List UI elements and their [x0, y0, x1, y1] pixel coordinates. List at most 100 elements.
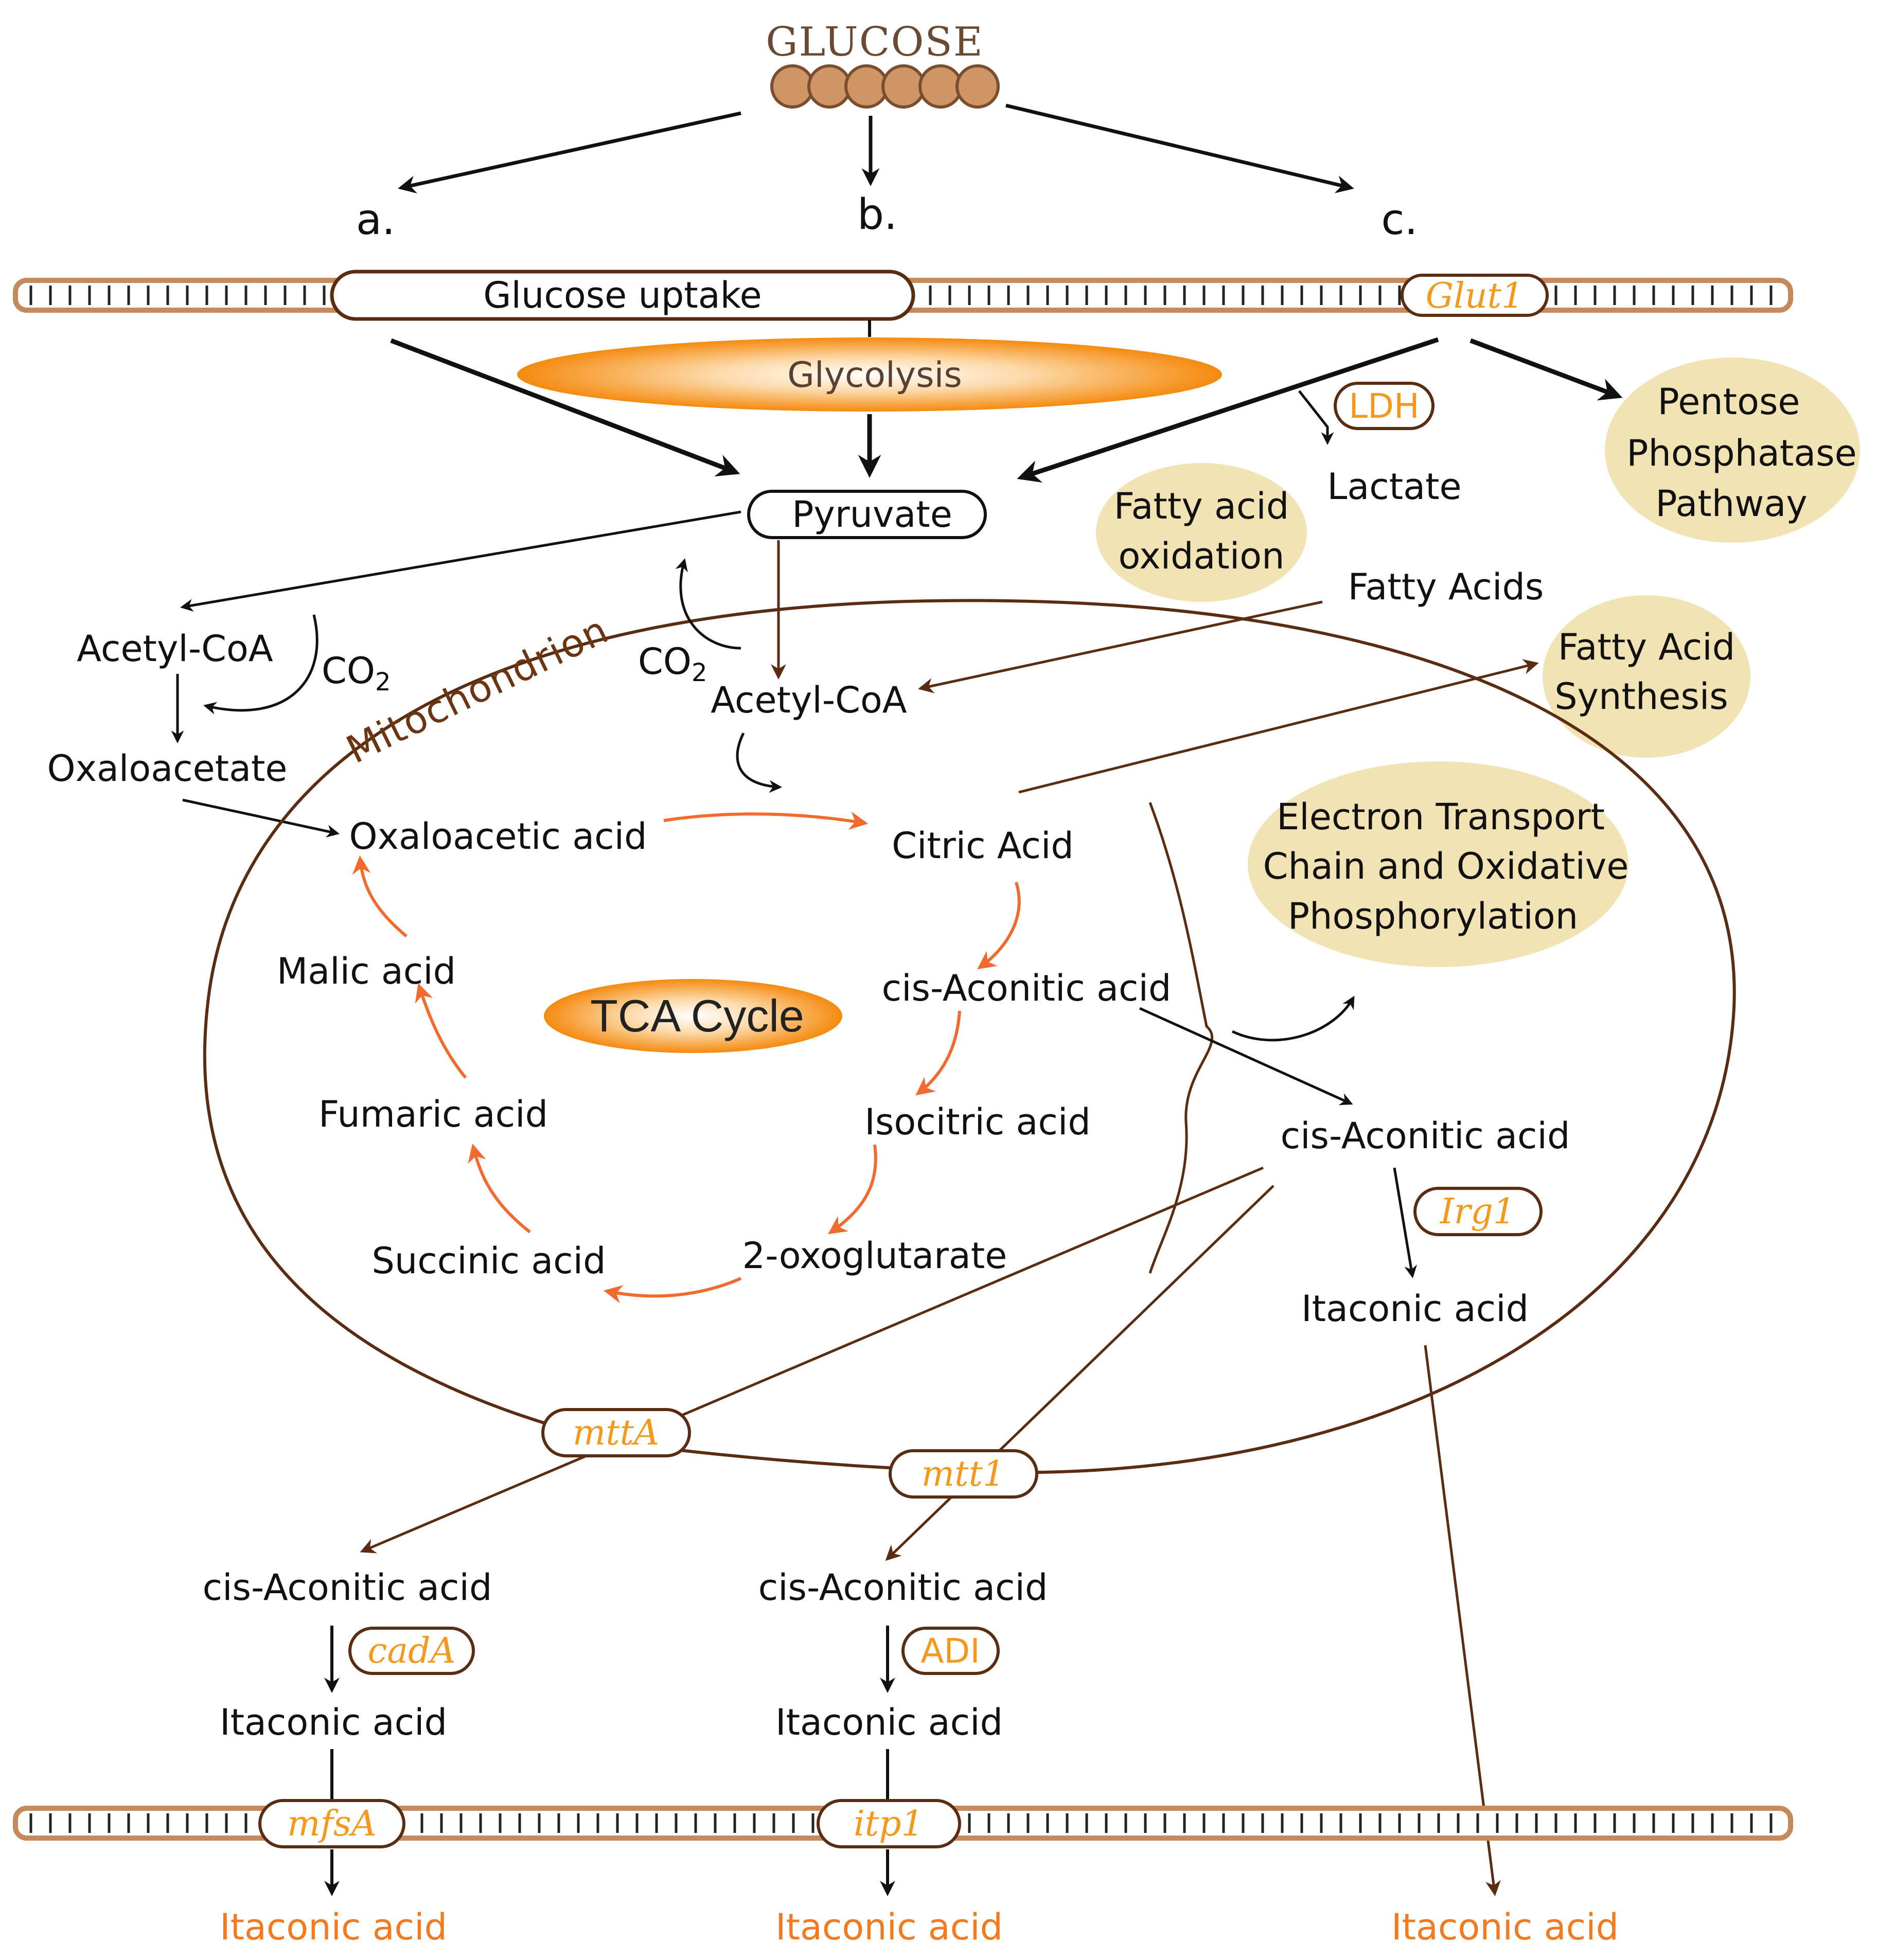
oxoglutarate-label: 2-oxoglutarate [742, 1235, 1007, 1277]
tca-cycle-ellipse [544, 979, 842, 1053]
fatty-acids-label: Fatty Acids [1348, 566, 1544, 608]
electron-transport-chain: Electron Transport Chain and Oxidative P… [1248, 761, 1628, 967]
ldh-label: LDH [1349, 386, 1419, 426]
arrow-glut1-to-ppp [1469, 338, 1623, 401]
itaconic-left-label: Itaconic acid [220, 1701, 447, 1743]
itaconic-out-mid: Itaconic acid [775, 1906, 1003, 1948]
mitochondrion-outline [203, 599, 1736, 1474]
route-b-label: b. [857, 190, 897, 239]
export-line-mttA [360, 1166, 1264, 1554]
arrow-glucose-to-c [1005, 103, 1354, 193]
tca-arrow-fumaric-malic [415, 983, 467, 1079]
fatty-acid-synthesis: Fatty Acid Synthesis [1543, 595, 1750, 758]
itaconic-mid-label: Itaconic acid [775, 1701, 1003, 1743]
co2-left-curve [203, 614, 318, 715]
glut1-label: Glut1 [1426, 276, 1524, 316]
lactate-label: Lactate [1327, 466, 1461, 508]
arrow-pyruvate-to-acetylcoa-left [180, 510, 741, 612]
mfsA-label: mfsA [287, 1804, 377, 1844]
arrow-acetylcoa-to-citric [736, 732, 782, 793]
fao-line1: Fatty acid [1114, 485, 1289, 527]
fas-line1: Fatty Acid [1558, 626, 1735, 668]
glucose-uptake-channel: Glucose uptake [330, 270, 915, 321]
malic-acid-label: Malic acid [277, 950, 456, 992]
isocitric-acid-label: Isocitric acid [864, 1101, 1091, 1143]
cis-aconitic-tca-label: cis-Aconitic acid [882, 967, 1172, 1009]
tca-arrow-oxoglutarate-succinic [603, 1277, 742, 1304]
ppp-line2: Phosphatase [1626, 432, 1856, 474]
co2-left-label: CO2 [322, 650, 391, 697]
itaconic-mito-label: Itaconic acid [1301, 1288, 1529, 1330]
pyruvate-node: Pyruvate [747, 490, 987, 539]
glycolysis-label: Glycolysis [787, 355, 962, 396]
pentose-phosphatase-pathway: Pentose Phosphatase Pathway [1605, 358, 1860, 543]
glucose-uptake-label: Glucose uptake [483, 274, 762, 316]
itaconic-out-left: Itaconic acid [220, 1906, 447, 1948]
tca-cycle-title: TCA Cycle [590, 990, 804, 1041]
glucose-title: GLUCOSE [766, 19, 984, 65]
mtt1-label: mtt1 [922, 1454, 1005, 1494]
arrow-glucose-to-a [398, 111, 741, 194]
fao-line2: oxidation [1119, 535, 1285, 577]
mtt1-transporter: mtt1 [889, 1449, 1038, 1499]
glucose-beads [770, 64, 1000, 109]
arrow-a-to-pyruvate [390, 338, 740, 477]
cis-aconitic-mito-label: cis-Aconitic acid [1281, 1115, 1570, 1157]
tca-arrow-cisaconitic-isocitric [915, 1010, 961, 1096]
fas-line2: Synthesis [1554, 675, 1728, 718]
arrow-oxaloacetate-into-mito [182, 798, 340, 838]
arrow-to-etc [1231, 995, 1355, 1042]
oxaloacetate-left-label: Oxaloacetate [47, 747, 288, 790]
cis-aconitic-mid-label: cis-Aconitic acid [758, 1566, 1048, 1609]
co2-mito-curve [675, 558, 741, 650]
arrow-cisaconitic-to-itaconic [1393, 1167, 1418, 1278]
itp1-label: itp1 [854, 1804, 924, 1844]
itp1-transporter: itp1 [817, 1799, 961, 1848]
mttA-transporter: mttA [541, 1408, 691, 1457]
arrow-citric-to-fas [1018, 659, 1539, 794]
tca-arrow-succinic-fumaric [468, 1144, 531, 1234]
ppp-line1: Pentose [1658, 381, 1800, 423]
acetyl-coa-left-label: Acetyl-CoA [77, 628, 273, 670]
tca-cycle: TCA Cycle Oxaloacetic acid Citric Acid c… [277, 811, 1172, 1304]
irg1-enzyme: Irg1 [1413, 1187, 1543, 1236]
etc-line1: Electron Transport [1277, 796, 1605, 838]
citric-acid-label: Citric Acid [892, 825, 1074, 867]
inner-membrane-fold [1148, 802, 1214, 1274]
etc-line2: Chain and Oxidative [1263, 845, 1629, 887]
co2-mito-label: CO2 [638, 640, 707, 687]
glucose-molecule: GLUCOSE [766, 19, 1000, 109]
export-line-itaconic-right [1424, 1345, 1501, 1896]
fatty-acid-oxidation: Fatty acid oxidation [1096, 463, 1307, 602]
route-a-label: a. [356, 195, 395, 244]
route-c-label: c. [1381, 195, 1418, 244]
acetyl-coa-mito-label: Acetyl-CoA [711, 679, 907, 721]
arrow-fattyacids-to-acetylcoa [918, 600, 1323, 693]
cadA-label: cadA [367, 1631, 455, 1671]
glut1-transporter: Glut1 [1401, 274, 1549, 317]
succinic-acid-label: Succinic acid [371, 1240, 606, 1282]
pyruvate-label: Pyruvate [792, 493, 952, 536]
itaconic-out-right: Itaconic acid [1391, 1906, 1619, 1948]
tca-arrow-citric-cisaconitic [977, 882, 1021, 970]
tca-arrow-oaa-citric [663, 811, 869, 830]
mfsA-transporter: mfsA [258, 1799, 405, 1848]
arrow-to-lactate [1298, 390, 1334, 445]
mttA-label: mttA [573, 1413, 659, 1453]
etc-line3: Phosphorylation [1288, 895, 1578, 937]
ppp-line3: Pathway [1655, 483, 1807, 525]
fumaric-acid-label: Fumaric acid [318, 1093, 548, 1135]
tca-arrow-isocitric-oxoglutarate [828, 1144, 877, 1235]
adi-label: ADI [920, 1631, 980, 1671]
irg1-label: Irg1 [1439, 1191, 1515, 1232]
cis-aconitic-left-label: cis-Aconitic acid [203, 1566, 492, 1609]
glycolysis-ellipse [517, 337, 1222, 412]
ldh-enzyme: LDH [1334, 382, 1435, 430]
arrow-cisaconitic-to-mito-cisaconitic [1139, 1007, 1353, 1106]
oxaloacetic-acid-label: Oxaloacetic acid [349, 815, 647, 858]
arrow-c-to-pyruvate [1017, 337, 1439, 483]
tca-arrow-malic-oaa [352, 855, 408, 938]
adi-enzyme: ADI [901, 1627, 1000, 1675]
cadA-enzyme: cadA [348, 1627, 475, 1675]
